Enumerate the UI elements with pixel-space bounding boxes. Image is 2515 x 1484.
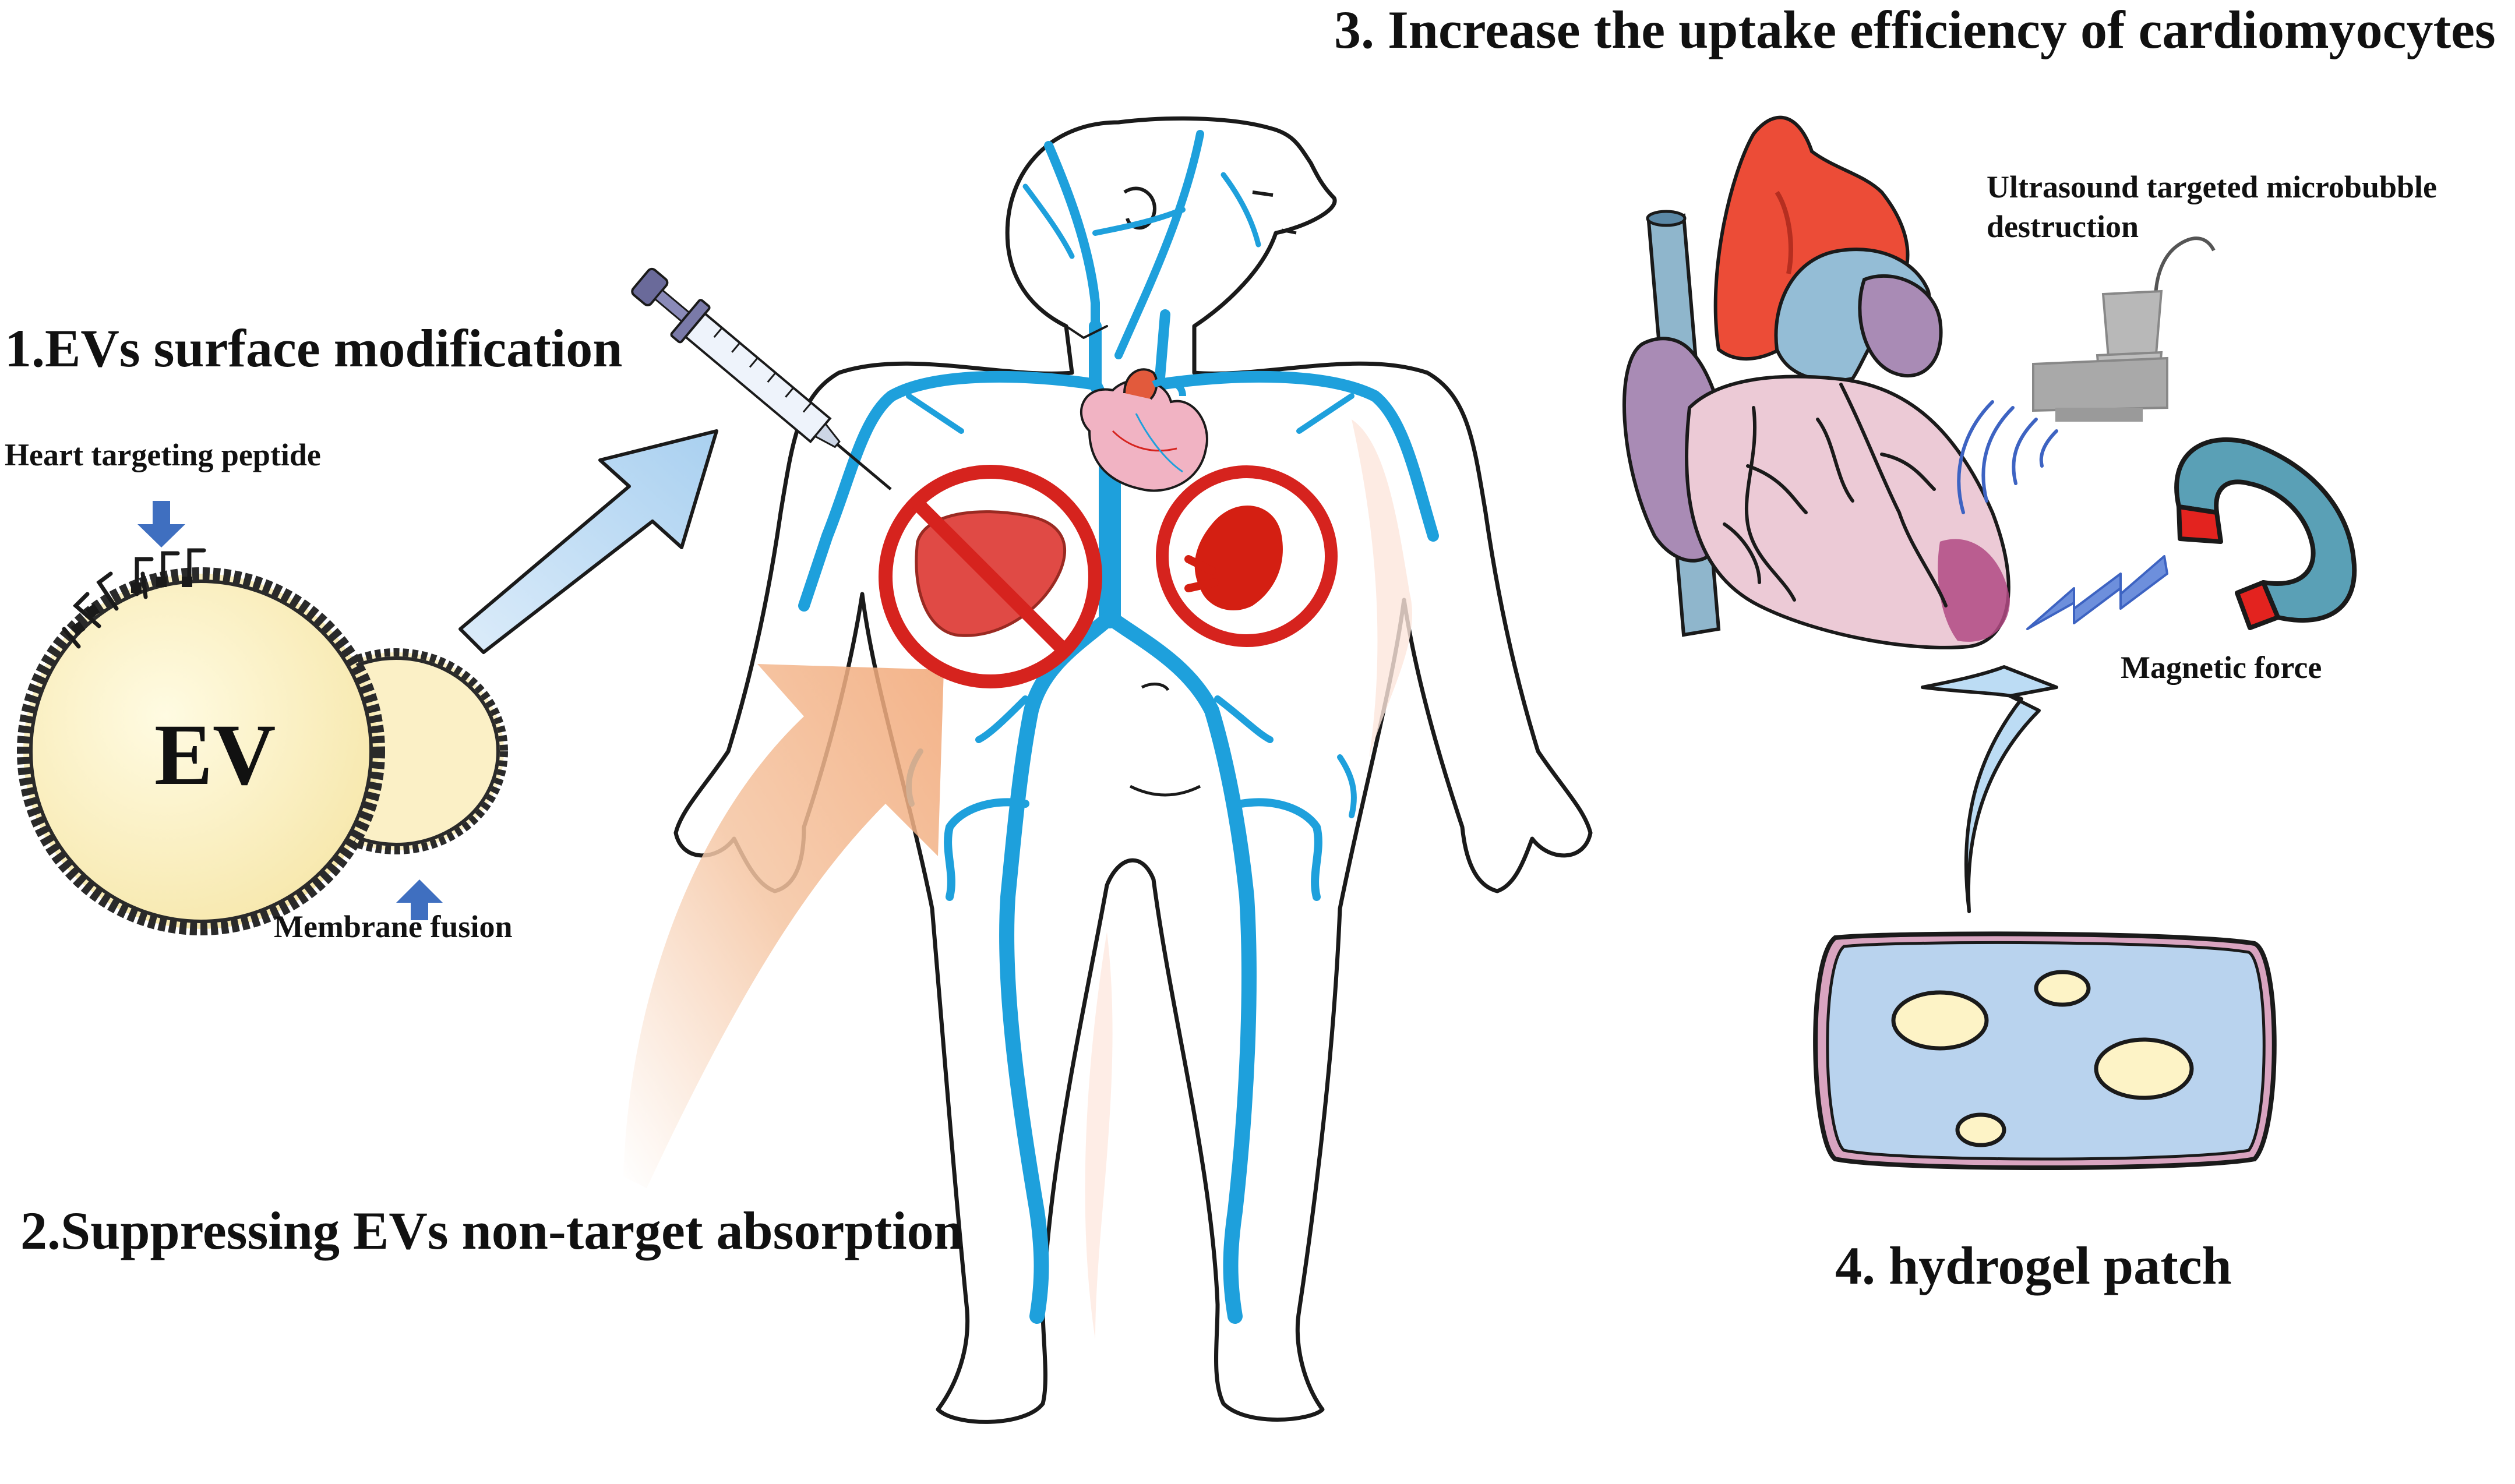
ev-label: EV — [154, 706, 276, 803]
step-4-title: 4. hydrogel patch — [1835, 1236, 2232, 1295]
ultrasound-label-line1: Ultrasound targeted microbubble — [1987, 169, 2438, 204]
spleen-prohibited-icon — [1156, 465, 1338, 647]
lightning-icon — [2026, 555, 2168, 630]
ev-vesicle-icon — [17, 548, 508, 935]
syringe-icon — [631, 267, 892, 490]
large-heart-icon — [1622, 115, 2010, 649]
heart-targeting-peptide-label: Heart targeting peptide — [5, 437, 321, 472]
hydrogel-patch-icon — [1813, 931, 2277, 1170]
vein-network-icon — [798, 130, 1439, 1324]
liver-prohibited-icon — [879, 465, 1102, 688]
magnetic-force-label: Magnetic force — [2121, 650, 2322, 685]
peptide-pointer-arrow — [137, 501, 185, 547]
ultrasound-label-line2: destruction — [1987, 209, 2139, 244]
step-3-title: 3. Increase the uptake efficiency of car… — [1334, 0, 2496, 59]
step-2-title: 2.Suppressing EVs non-target absorption — [20, 1201, 964, 1260]
curved-arrow-up — [1921, 665, 2058, 913]
blue-arrow-up — [458, 429, 718, 654]
sound-waves-icon — [1957, 400, 2058, 514]
small-heart-icon — [1080, 368, 1208, 492]
orange-arrow — [623, 664, 944, 1188]
fusion-pointer-arrow — [396, 879, 443, 920]
step-1-title: 1.EVs surface modification — [5, 319, 623, 378]
human-body-icon — [673, 116, 1593, 1424]
ultrasound-probe-icon — [2032, 236, 2216, 422]
magnet-icon — [2174, 437, 2357, 630]
membrane-fusion-label: Membrane fusion — [274, 909, 513, 944]
